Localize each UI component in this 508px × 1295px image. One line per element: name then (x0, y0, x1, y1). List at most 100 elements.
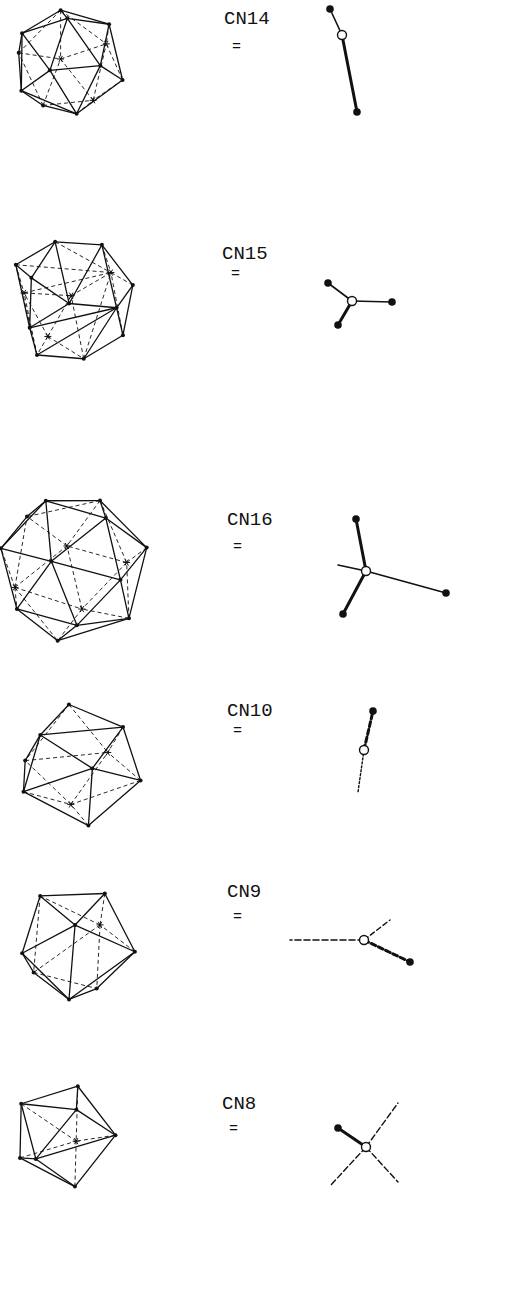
visible-edge (1, 501, 46, 549)
equals-sign: = (231, 267, 240, 282)
back-vertex-mark (13, 584, 16, 590)
equals-sign: = (232, 40, 241, 55)
visible-edge (21, 1104, 76, 1110)
hidden-edge (71, 804, 89, 825)
visible-edge (20, 1104, 21, 1158)
hidden-edge (76, 1135, 115, 1141)
visible-edge (16, 242, 55, 265)
front-vertex (121, 333, 125, 337)
coordination-polyhedron (17, 8, 125, 116)
visible-edge (23, 792, 88, 826)
visible-edge (75, 1135, 116, 1186)
central-atom (360, 746, 369, 755)
neighbor-atom (369, 707, 377, 715)
bond-line (358, 750, 364, 792)
visible-edge (77, 618, 129, 625)
visible-edge (16, 265, 32, 278)
central-atom (362, 1143, 371, 1152)
back-vertex-mark (74, 1138, 78, 1144)
front-vertex (41, 103, 45, 107)
front-vertex (49, 559, 53, 563)
back-vertex-mark (105, 41, 109, 47)
bond-line (356, 519, 366, 571)
visible-edge (20, 1158, 36, 1159)
hidden-edge (24, 273, 111, 293)
visible-edge (50, 18, 67, 70)
visible-edge (88, 768, 92, 825)
visible-edge (69, 303, 116, 307)
visible-edge (123, 727, 141, 780)
visible-edge (58, 625, 77, 640)
back-vertex-mark (69, 801, 73, 807)
back-vertex-mark (74, 1138, 78, 1144)
front-vertex (28, 326, 32, 330)
front-vertex (133, 950, 137, 954)
equals-sign: = (233, 540, 242, 555)
coordination-polyhedron (18, 1084, 118, 1188)
hidden-edge (71, 273, 111, 296)
visible-edge (50, 66, 100, 71)
visible-edge (40, 896, 75, 925)
front-vertex (139, 778, 143, 782)
front-vertex (86, 824, 90, 828)
back-vertex-mark (91, 97, 95, 103)
visible-edge (30, 328, 37, 355)
back-vertex-mark (65, 543, 69, 549)
back-vertex-mark (80, 606, 84, 612)
hidden-edge (71, 780, 141, 804)
back-vertex-mark (59, 56, 63, 62)
hidden-edge (67, 546, 82, 609)
visible-edge (67, 18, 100, 65)
hidden-edge (71, 752, 108, 804)
visible-edge (17, 609, 58, 641)
front-vertex (95, 987, 99, 991)
back-vertex (97, 922, 104, 928)
visible-edge (23, 761, 25, 792)
central-atom (348, 297, 357, 306)
visible-edge (77, 66, 101, 114)
equals-sign: = (229, 1122, 238, 1137)
neighbor-atom (442, 589, 450, 597)
front-vertex (131, 283, 135, 287)
front-vertex (19, 1102, 23, 1106)
visible-edge (69, 705, 123, 728)
visible-edge (25, 735, 40, 761)
front-vertex (14, 263, 18, 267)
front-vertex (21, 790, 25, 794)
stick-figure (326, 5, 361, 116)
back-vertex-mark (46, 333, 50, 339)
front-vertex (121, 725, 125, 729)
neighbor-atom (334, 321, 342, 329)
front-vertex (18, 1156, 22, 1160)
stick-figure (324, 279, 396, 329)
visible-edge (102, 245, 133, 285)
visible-edge (17, 609, 77, 625)
stick-figure (330, 1103, 398, 1186)
visible-edge (67, 18, 109, 24)
neighbor-atom (353, 108, 361, 116)
visible-edge (50, 70, 77, 113)
coordination-label: CN14 (224, 10, 270, 29)
visible-edge (22, 953, 69, 999)
visible-edge (97, 952, 135, 989)
back-vertex (78, 606, 85, 612)
hidden-edge (24, 293, 48, 337)
front-vertex (20, 31, 24, 35)
front-vertex (65, 16, 69, 20)
front-vertex (100, 243, 104, 247)
back-vertex-mark (46, 333, 50, 339)
visible-edge (55, 242, 102, 245)
bond-line (343, 571, 366, 614)
visible-edge (75, 893, 105, 925)
visible-edge (84, 308, 117, 359)
front-vertex (59, 8, 63, 12)
visible-edge (76, 1110, 115, 1136)
front-vertex (17, 51, 21, 55)
front-vertex (121, 78, 125, 82)
visible-edge (36, 1135, 116, 1159)
back-vertex-mark (106, 749, 110, 755)
front-vertex (98, 499, 102, 503)
hidden-edge (16, 265, 37, 355)
visible-edge (23, 735, 40, 792)
back-vertex-mark (69, 293, 73, 299)
